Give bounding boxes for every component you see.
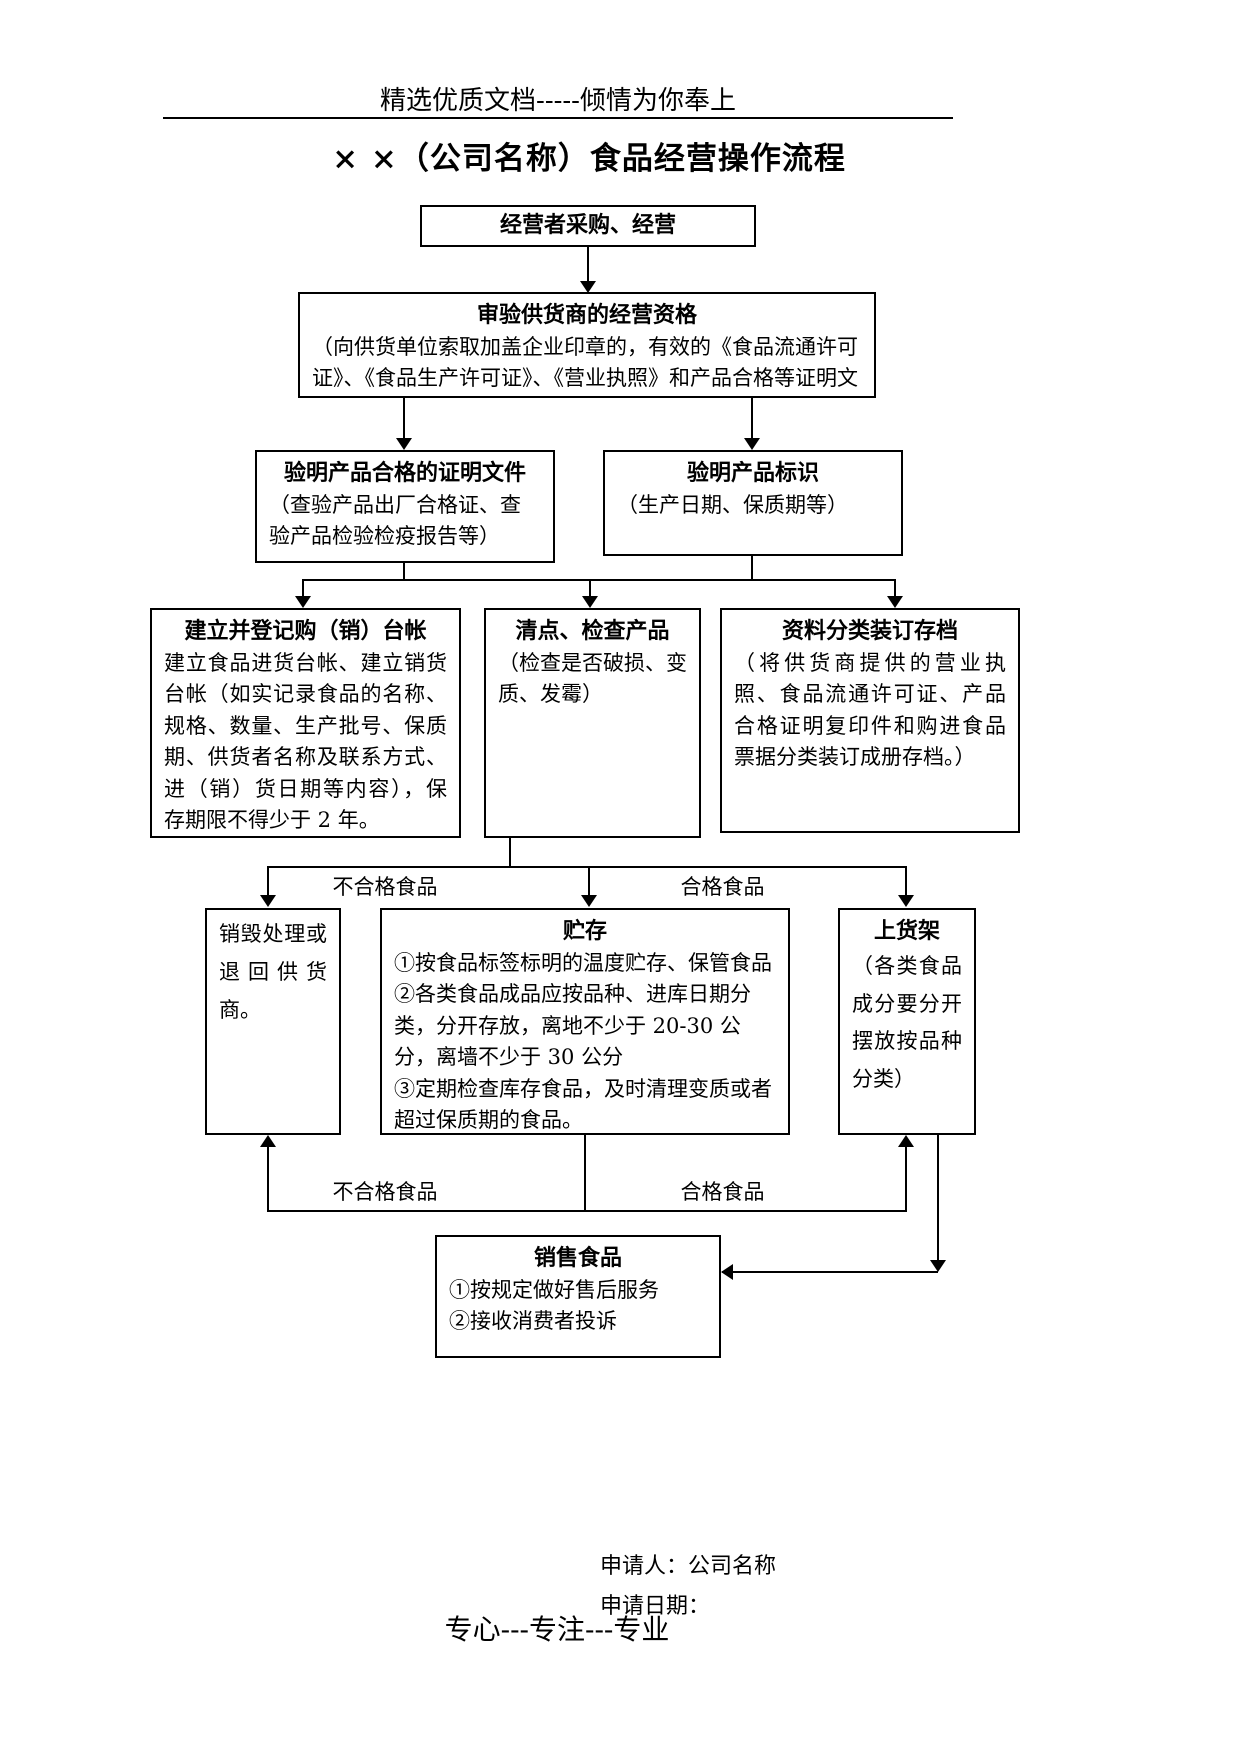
edge-label-unqualified-bottom: 不合格食品 (332, 1180, 438, 1204)
node-sell-title: 销售食品 (533, 1245, 622, 1271)
arrowhead-to-check (582, 596, 598, 608)
connector-start-to-verify-supplier (587, 247, 589, 283)
node-archive-body: （将供货商提供的营业执照、食品流通许可证、产品合格证明复印件和购进食品票据分类装… (734, 650, 1006, 770)
node-start: 经营者采购、经营 (420, 205, 756, 247)
node-archive-title: 资料分类装订存档 (781, 618, 958, 644)
node-ledger: 建立并登记购（销）台帐 建立食品进货台帐、建立销货台帐（如实记录食品的名称、规格… (150, 608, 461, 838)
arrowhead-to-ledger (295, 596, 311, 608)
arrowhead-supplier-to-certificates (396, 438, 412, 450)
node-verify-supplier-title: 审验供货商的经营资格 (476, 302, 697, 328)
connector-split-bar-3 (267, 1210, 907, 1212)
arrowhead-shelf-down (930, 1260, 946, 1272)
node-shelf: 上货架 （各类食品成分要分开摆放按品种分类） (838, 908, 976, 1135)
node-verify-labeling: 验明产品标识 （生产日期、保质期等） (603, 450, 903, 556)
node-storage-line1: ①按食品标签标明的温度贮存、保管食品 (394, 950, 772, 975)
node-verify-certificates-title: 验明产品合格的证明文件 (283, 460, 526, 486)
connector-labeling-down (751, 556, 753, 581)
node-storage: 贮存 ①按食品标签标明的温度贮存、保管食品 ②各类食品成品应按品种、进库日期分类… (380, 908, 790, 1135)
arrowhead-up-to-destroy (260, 1135, 276, 1147)
node-destroy-return-body: 销毁处理或退回供货商。 (219, 922, 327, 1022)
node-start-title: 经营者采购、经营 (499, 212, 676, 239)
arrowhead-to-storage (581, 895, 597, 907)
node-verify-certificates: 验明产品合格的证明文件 （查验产品出厂合格证、查验产品检验检疫报告等） (255, 450, 555, 563)
node-shelf-title: 上货架 (873, 918, 940, 944)
node-verify-labeling-title: 验明产品标识 (686, 460, 819, 486)
edge-label-qualified-top: 合格食品 (680, 875, 765, 899)
connector-split-bar-2 (267, 866, 907, 868)
connector-supplier-to-certificates (403, 398, 405, 439)
arrowhead-to-shelf (898, 895, 914, 907)
connector-shelf-down (937, 1135, 939, 1262)
node-storage-line3: ③定期检查库存食品，及时清理变质或者超过保质期的食品。 (394, 1076, 772, 1133)
arrowhead-start-to-verify-supplier (580, 281, 596, 293)
arrowhead-into-sell (721, 1264, 733, 1280)
node-storage-title: 贮存 (562, 918, 607, 944)
node-ledger-body: 建立食品进货台帐、建立销货台帐（如实记录食品的名称、规格、数量、生产批号、保质期… (164, 650, 447, 833)
connector-to-storage (588, 866, 590, 896)
node-verify-supplier-body: （向供货单位索取加盖企业印章的，有效的《食品流通许可证》、《食品生产许可证》、《… (312, 334, 858, 391)
node-archive: 资料分类装订存档 （将供货商提供的营业执照、食品流通许可证、产品合格证明复印件和… (720, 608, 1020, 833)
apply-date-line: 申请日期： (600, 1594, 711, 1619)
node-storage-line2: ②各类食品成品应按品种、进库日期分类，分开存放，离地不少于 20-30 公分，离… (394, 982, 751, 1070)
connector-certificates-down (403, 563, 405, 581)
connector-to-check (589, 579, 591, 597)
arrowhead-up-to-shelf (898, 1135, 914, 1147)
connector-split-bar-1 (302, 579, 896, 581)
header-slogan: 精选优质文档-----倾情为你奉上 (380, 86, 736, 116)
arrowhead-supplier-to-labeling (744, 438, 760, 450)
edge-label-unqualified-top: 不合格食品 (332, 875, 438, 899)
node-sell-line2: ②接收消费者投诉 (449, 1309, 617, 1334)
connector-shelf-to-sell (722, 1271, 938, 1273)
node-verify-labeling-body: （生产日期、保质期等） (617, 492, 848, 517)
connector-to-archive (894, 579, 896, 597)
connector-to-shelf (905, 866, 907, 896)
arrowhead-to-archive (887, 596, 903, 608)
header-divider (163, 117, 953, 119)
connector-storage-down (584, 1135, 586, 1212)
node-verify-certificates-body: （查验产品出厂合格证、查验产品检验检疫报告等） (269, 492, 521, 549)
node-check-products-title: 清点、检查产品 (515, 618, 670, 644)
node-check-products: 清点、检查产品 （检查是否破损、变质、发霉） (484, 608, 701, 838)
node-ledger-title: 建立并登记购（销）台帐 (184, 618, 427, 644)
node-check-products-body: （检查是否破损、变质、发霉） (498, 650, 687, 707)
footer-slogan: 专心---专注---专业 (444, 1613, 670, 1646)
connector-check-down (509, 838, 511, 868)
connector-up-to-shelf (905, 1146, 907, 1211)
connector-supplier-to-labeling (751, 398, 753, 439)
node-sell: 销售食品 ①按规定做好售后服务 ②接收消费者投诉 (435, 1235, 721, 1358)
applicant-line: 申请人：公司名称 (600, 1554, 777, 1579)
node-shelf-body: （各类食品成分要分开摆放按品种分类） (852, 953, 962, 1092)
node-verify-supplier: 审验供货商的经营资格 （向供货单位索取加盖企业印章的，有效的《食品流通许可证》、… (298, 292, 876, 398)
connector-to-ledger (302, 579, 304, 597)
page-title: × ×（公司名称）食品经营操作流程 (332, 141, 846, 177)
arrowhead-to-destroy (260, 895, 276, 907)
node-destroy-return: 销毁处理或退回供货商。 (205, 908, 341, 1135)
node-sell-line1: ①按规定做好售后服务 (449, 1277, 659, 1302)
edge-label-qualified-bottom: 合格食品 (680, 1180, 765, 1204)
connector-up-to-destroy (267, 1146, 269, 1211)
connector-to-destroy (267, 866, 269, 896)
